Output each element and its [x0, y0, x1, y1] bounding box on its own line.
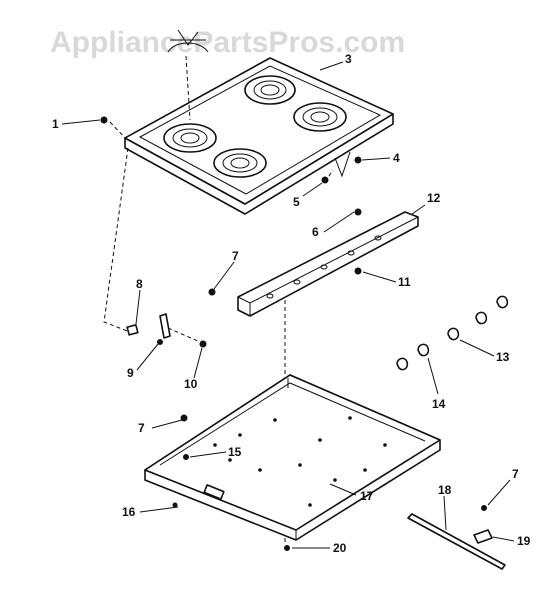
screw-1	[100, 116, 108, 124]
callout-10: 10	[184, 377, 198, 391]
screw-4	[354, 156, 362, 164]
callout-20: 20	[333, 541, 347, 555]
callout-17: 17	[360, 489, 374, 503]
screw-7-lower	[180, 414, 188, 422]
callout-19: 19	[517, 534, 531, 548]
screw-5-line	[324, 169, 334, 183]
callout-12: 12	[427, 191, 441, 205]
callout-3: 3	[345, 52, 352, 66]
callout-7: 7	[138, 421, 145, 435]
align-line-left-drop	[103, 147, 131, 333]
callout-1: 1	[52, 117, 59, 131]
screw-5	[321, 176, 329, 184]
front-brace	[237, 208, 419, 317]
callout-13: 13	[496, 350, 510, 364]
callout-6: 6	[312, 225, 319, 239]
callout-8: 8	[136, 277, 143, 291]
callout-18: 18	[438, 483, 452, 497]
callout-16: 16	[122, 505, 136, 519]
align-line-left	[109, 121, 126, 139]
bottom-tray	[144, 374, 441, 541]
callout-4: 4	[393, 151, 400, 165]
callout-7: 7	[512, 467, 519, 481]
align-line-grate	[185, 55, 191, 121]
callout-11: 11	[398, 275, 411, 289]
callout-15: 15	[228, 445, 242, 459]
callout-7: 7	[232, 249, 239, 263]
clip-set	[396, 295, 509, 371]
rod-assembly	[407, 505, 506, 570]
burner-bowl-front-left	[163, 123, 217, 153]
bracket-hardware	[126, 313, 207, 348]
callouts: 1 3 4 5 6 12 7 11 8 9 10 13 14 7 15 16 1…	[52, 52, 531, 555]
maintop-assembly	[124, 29, 394, 215]
callout-5: 5	[293, 195, 300, 209]
burner-bowl-rear-left	[244, 75, 296, 105]
callout-9: 9	[127, 366, 134, 380]
burner-bowl-front-right	[213, 148, 267, 178]
screw-7-upper	[208, 288, 216, 296]
leader-lines	[61, 61, 515, 549]
watermark: AppliancePartsPros.com	[50, 26, 405, 59]
burner-bowl-rear-right	[293, 102, 347, 132]
screw-20	[284, 545, 290, 551]
callout-14: 14	[432, 397, 446, 411]
